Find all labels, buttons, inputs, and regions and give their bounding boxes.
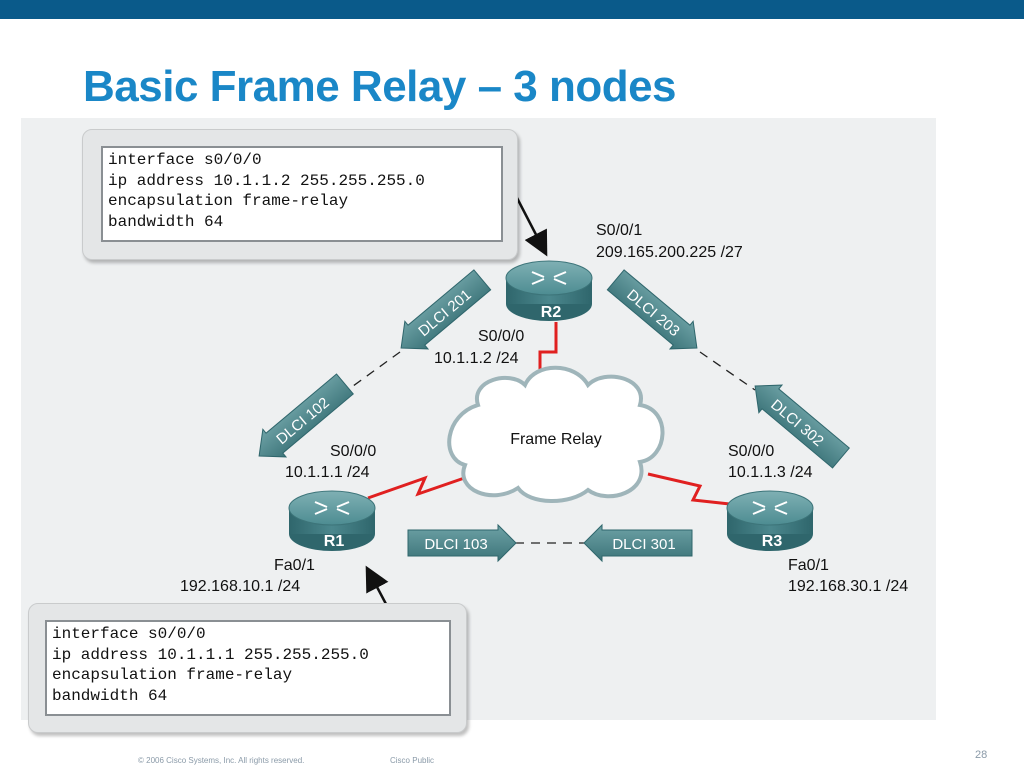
r1-lan-interface: Fa0/1 [274, 557, 315, 574]
r3-serial-ip: 10.1.1.3 /24 [728, 464, 813, 481]
r2-serial-interface: S0/0/0 [478, 328, 525, 345]
r1-lan-ip: 192.168.10.1 /24 [180, 578, 301, 595]
footer-classification: Cisco Public [390, 756, 435, 765]
dlci-201-arrow: DLCI 201 [400, 269, 492, 350]
router-r2[interactable] [505, 260, 593, 321]
dlci-103-arrow: DLCI 103 [407, 523, 517, 563]
dlci-301-arrow: DLCI 301 [583, 523, 693, 563]
config-box-r2: interface s0/0/0 ip address 10.1.1.2 255.… [82, 129, 518, 260]
footer-copyright: © 2006 Cisco Systems, Inc. All rights re… [138, 756, 305, 765]
config-text-r2: interface s0/0/0 ip address 10.1.1.2 255.… [101, 146, 503, 242]
page-number: 28 [975, 749, 988, 761]
config-line: bandwidth 64 [52, 686, 168, 705]
router-r3-label: R3 [762, 533, 783, 550]
config-line: encapsulation frame-relay [108, 192, 349, 210]
top-bar [0, 0, 1024, 19]
config-box-r1: interface s0/0/0 ip address 10.1.1.1 255.… [28, 603, 467, 733]
r3-lan-ip: 192.168.30.1 /24 [788, 578, 909, 595]
dlci-203-arrow: DLCI 203 [606, 269, 698, 350]
r1-serial-ip: 10.1.1.1 /24 [285, 464, 370, 481]
serial-link-r3 [647, 472, 749, 508]
pointer-arrow-to-r2 [514, 195, 548, 257]
r3-serial-interface: S0/0/0 [728, 443, 775, 460]
config-line: interface s0/0/0 [108, 151, 262, 169]
config-line: interface s0/0/0 [52, 625, 206, 643]
pvc-line-r2-r3 [699, 351, 756, 391]
config-text-r1: interface s0/0/0 ip address 10.1.1.1 255.… [45, 620, 451, 716]
router-r1[interactable] [288, 490, 376, 551]
r2-wan-interface: S0/0/1 [596, 222, 643, 239]
slide-title: Basic Frame Relay – 3 nodes [83, 62, 677, 111]
router-r2-label: R2 [541, 304, 562, 321]
cloud-label: Frame Relay [510, 431, 602, 448]
r2-serial-ip: 10.1.1.2 /24 [434, 350, 519, 367]
dlci-103-label: DLCI 103 [424, 536, 487, 553]
config-line: ip address 10.1.1.2 255.255.255.0 [108, 171, 425, 190]
frame-relay-cloud [447, 365, 665, 503]
config-line: ip address 10.1.1.1 255.255.255.0 [52, 645, 369, 664]
config-line: bandwidth 64 [108, 212, 224, 231]
dlci-301-label: DLCI 301 [612, 536, 675, 553]
r2-wan-ip: 209.165.200.225 /27 [596, 244, 743, 261]
pointer-arrow-to-r1 [365, 565, 389, 605]
router-r1-label: R1 [324, 533, 345, 550]
serial-link-r1 [367, 472, 477, 500]
r1-serial-interface: S0/0/0 [330, 443, 377, 460]
config-line: encapsulation frame-relay [52, 666, 293, 684]
router-r3[interactable] [726, 490, 814, 551]
r3-lan-interface: Fa0/1 [788, 557, 829, 574]
